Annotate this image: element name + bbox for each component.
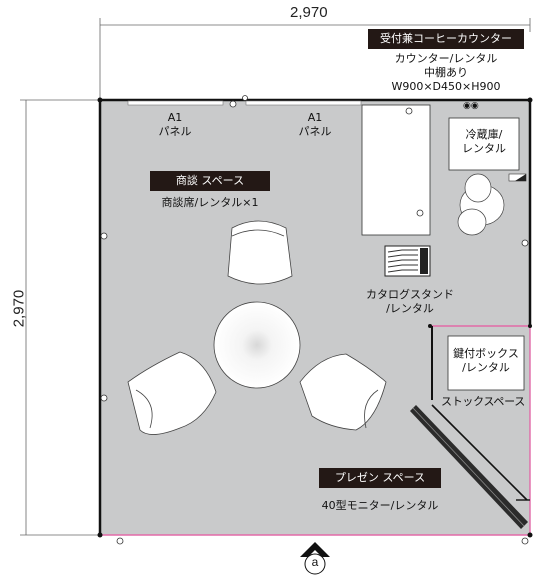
reception-desc-line3: W900×D450×H900 — [391, 80, 501, 93]
chair-top — [227, 220, 293, 285]
keybox-label-line1: 鍵付ボックス — [453, 347, 519, 360]
monitor-label: 40型モニター/レンタル — [321, 499, 439, 512]
key-box — [447, 335, 525, 391]
fridge-label-line2: レンタル — [462, 142, 506, 155]
catalog-stand — [384, 245, 431, 277]
chair-right — [299, 353, 387, 431]
keybox-label-line2: /レンタル — [462, 361, 510, 374]
fridge — [448, 117, 520, 171]
meeting-seats-label: 商談席/レンタル×1 — [161, 196, 259, 209]
panel-label-line1: A1 — [307, 111, 323, 124]
catalog-label-line2: /レンタル — [386, 302, 434, 315]
entrance-label: a — [311, 555, 319, 569]
stock-space-label: ストックスペース — [441, 395, 525, 408]
reception-desc-line1: カウンター/レンタル — [394, 52, 498, 65]
outlet-symbol-top: ◉◉ — [463, 101, 479, 111]
panel-label-line2: パネル — [158, 125, 192, 138]
reception-badge: 受付兼コーヒーカウンター — [368, 29, 524, 49]
width-dimension-line — [99, 18, 531, 98]
depth-dimension-line — [20, 99, 98, 536]
meeting-space-badge: 商談 スペース — [150, 171, 270, 191]
depth-dimension-label: 2,970 — [10, 289, 28, 328]
round-table — [213, 301, 301, 389]
a1-panel-right — [245, 100, 362, 106]
reception-desc-line2: 中棚あり — [424, 66, 468, 79]
person-figure — [457, 173, 505, 236]
panel-label-line1: A1 — [167, 111, 183, 124]
stock-door-line — [431, 404, 528, 501]
a1-panel-left — [127, 100, 224, 106]
fridge-label-line1: 冷蔵庫/ — [465, 128, 503, 141]
entrance-marker — [300, 542, 330, 575]
width-dimension-label: 2,970 — [290, 4, 328, 21]
outlet-icon — [405, 107, 424, 217]
spotlight-icon — [100, 95, 529, 545]
monitor-40inch — [410, 405, 528, 529]
panel-label-line2: パネル — [298, 125, 332, 138]
chair-left — [127, 351, 217, 435]
presentation-space-badge: プレゼン スペース — [319, 468, 441, 488]
booth-walls — [98, 98, 532, 535]
fridge-dark-strip — [508, 173, 527, 182]
catalog-label-line1: カタログスタンド — [366, 288, 454, 301]
